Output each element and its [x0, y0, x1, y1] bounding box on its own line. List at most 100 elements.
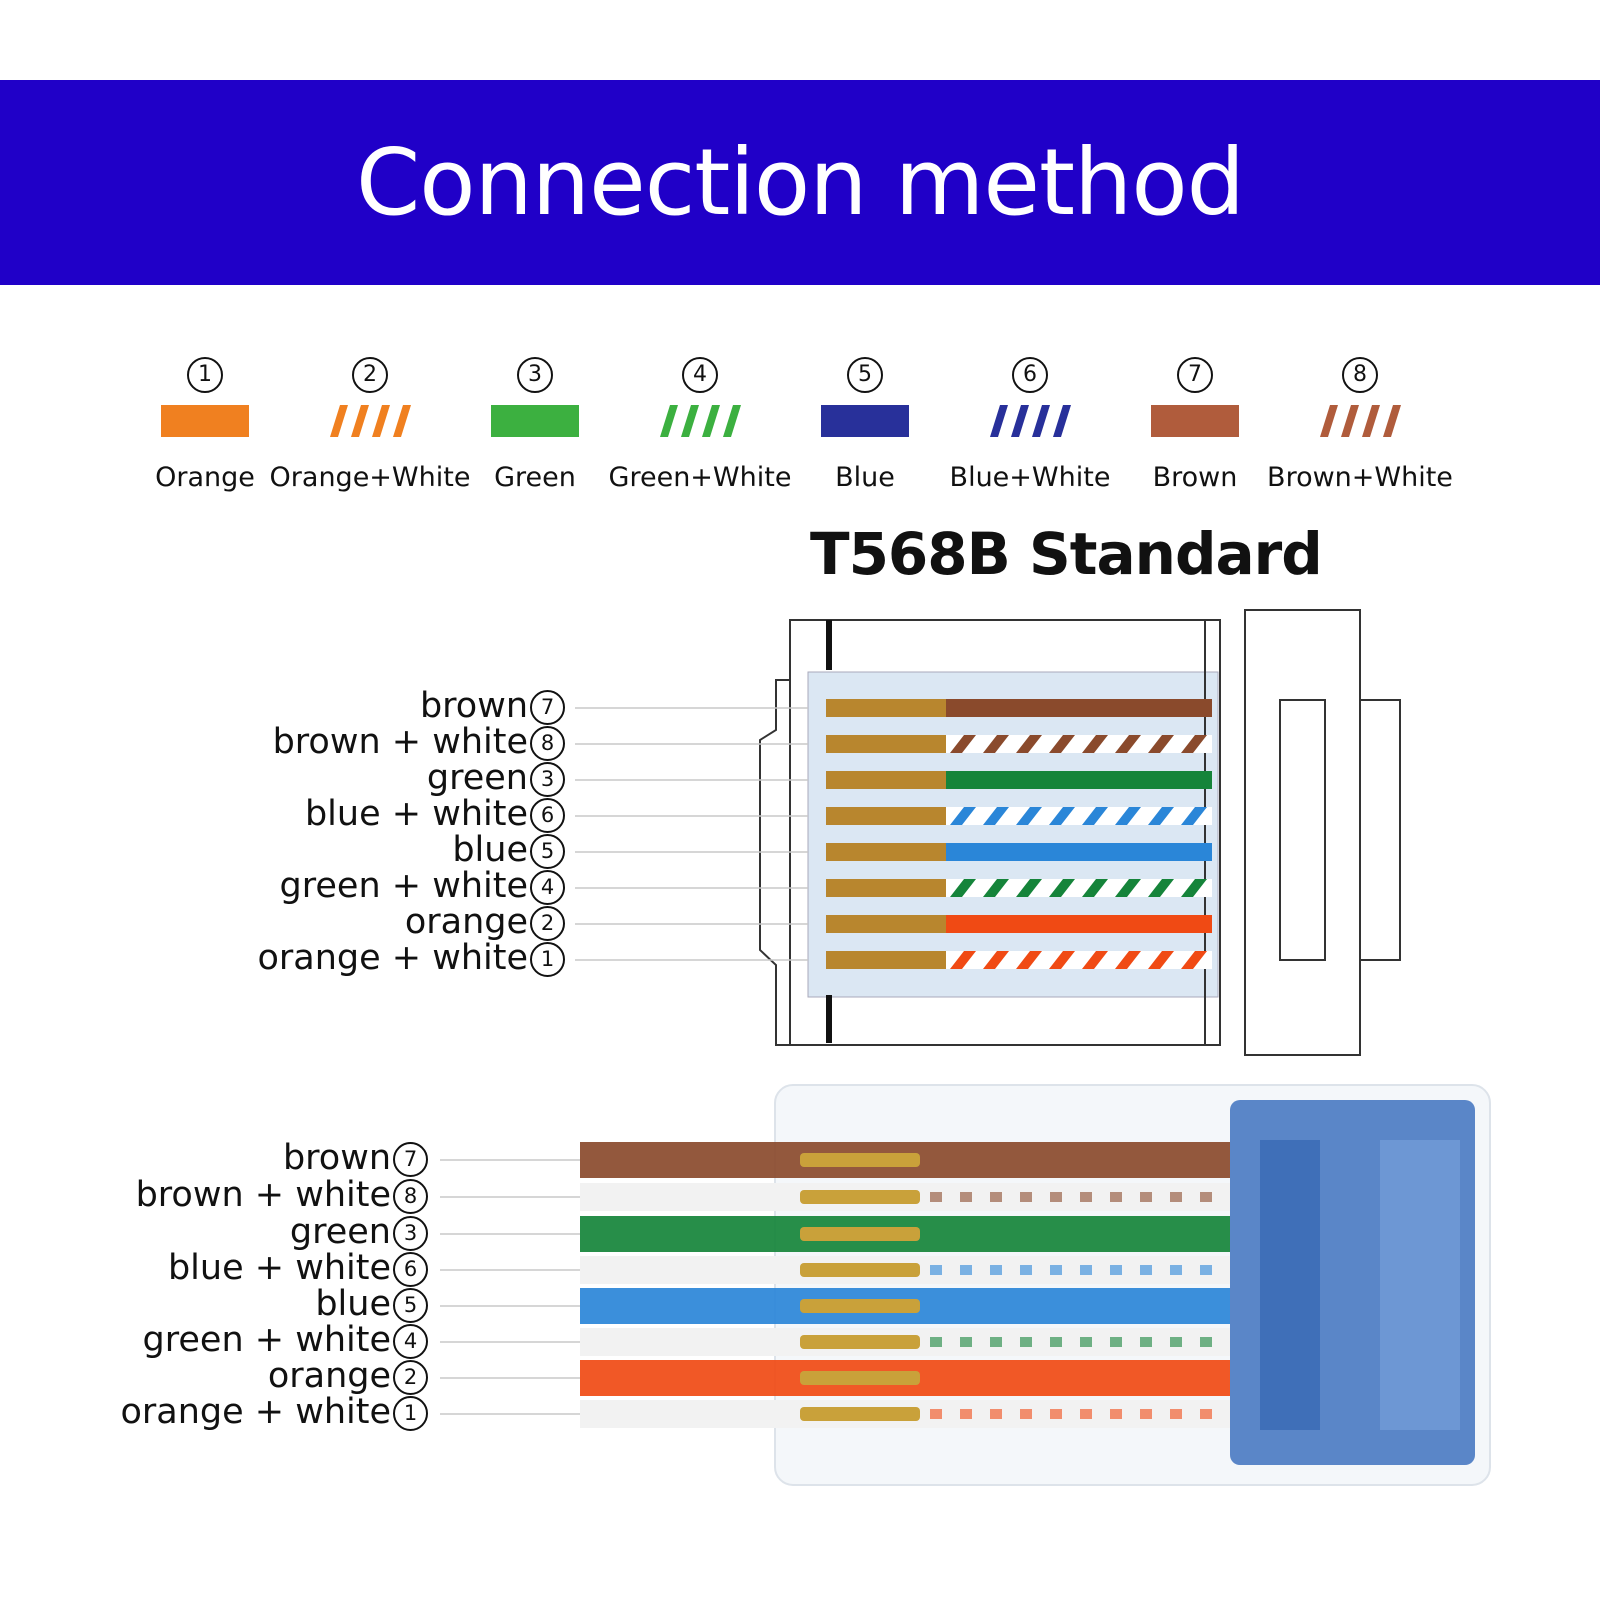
swatch-stripe: [1383, 405, 1401, 437]
cable-stripe: [1110, 1409, 1122, 1419]
swatch-stripe: [1032, 405, 1050, 437]
wire-stripe: [1181, 735, 1207, 753]
swatch-stripe: [351, 405, 369, 437]
wire-base: [946, 735, 1212, 753]
cable-stripe: [960, 1265, 972, 1275]
gold-contact: [826, 915, 946, 933]
wire-stripe: [1181, 807, 1207, 825]
cable-stripe: [1140, 1409, 1152, 1419]
wire-stripe: [983, 735, 1009, 753]
legend-number-text: 6: [1012, 357, 1048, 393]
swatch-stripe: [660, 405, 678, 437]
wire-stripe: [1049, 735, 1075, 753]
cable-stripe: [990, 1192, 1002, 1202]
wire-stripe: [1049, 951, 1075, 969]
wire-name: brown + white: [272, 722, 528, 762]
striped-swatch: [990, 405, 1071, 437]
legend-number-text: 5: [847, 357, 883, 393]
cable-stripe: [1200, 1192, 1212, 1202]
wire-stripe: [1115, 951, 1141, 969]
striped-swatch: [660, 405, 741, 437]
solid-swatch: [491, 405, 579, 437]
wire-stripe: [1082, 879, 1108, 897]
plug-strain-relief-shade: [1260, 1140, 1320, 1430]
legend-number-3: 3: [505, 350, 565, 393]
swatch-stripe: [723, 405, 741, 437]
wire-number: 6: [530, 798, 565, 833]
wire-stripe: [1016, 951, 1042, 969]
wire-number: 1: [393, 1396, 428, 1431]
connector-latch-tab: [1359, 699, 1401, 961]
wire-stripe: [950, 951, 976, 969]
cable-stripe: [960, 1409, 972, 1419]
cable-stripe: [1020, 1265, 1032, 1275]
wire-name: blue + white: [304, 794, 528, 834]
wire-stripe: [1082, 807, 1108, 825]
wire-name: orange: [404, 902, 528, 942]
legend-number-7: 7: [1165, 350, 1225, 393]
wire-name: brown + white: [135, 1175, 391, 1215]
legend-number-6: 6: [1000, 350, 1060, 393]
cable-stripe: [1200, 1265, 1212, 1275]
connector-latch-outline: [1244, 609, 1361, 1056]
wire-base: [946, 879, 1212, 897]
wire-number: 4: [530, 870, 565, 905]
swatch-stripe: [1362, 405, 1380, 437]
swatch-stripe: [372, 405, 390, 437]
wire-stripe: [1049, 879, 1075, 897]
solid-swatch: [1151, 405, 1239, 437]
wire-stripe: [1016, 879, 1042, 897]
swatch-stripe: [990, 405, 1008, 437]
cable-stripe: [930, 1337, 942, 1347]
swatch-stripe: [330, 405, 348, 437]
cable-stripe: [1080, 1265, 1092, 1275]
wire-solid: [946, 771, 1212, 789]
gold-pin: [800, 1263, 920, 1277]
cable-stripe: [1140, 1337, 1152, 1347]
legend-number-text: 8: [1342, 357, 1378, 393]
wire-stripe: [1049, 807, 1075, 825]
wire-stripe: [1115, 735, 1141, 753]
wire-number: 8: [530, 726, 565, 761]
gold-contact: [826, 807, 946, 825]
wire-name: orange + white: [120, 1392, 391, 1432]
wire-name: green: [289, 1212, 391, 1252]
wire-name: green + white: [279, 866, 528, 906]
wire-name: green: [426, 758, 528, 798]
legend-number-text: 4: [682, 357, 718, 393]
cable-stripe: [960, 1337, 972, 1347]
cable-stripe: [1110, 1337, 1122, 1347]
cable-stripe: [1110, 1192, 1122, 1202]
legend-label: Blue+White: [949, 462, 1111, 493]
legend-number-4: 4: [670, 350, 730, 393]
swatch-fill: [161, 405, 249, 437]
wire-stripe: [1082, 735, 1108, 753]
legend-number-text: 1: [187, 357, 223, 393]
cable-stripe: [1080, 1192, 1092, 1202]
cable-stripe: [930, 1265, 942, 1275]
gold-contact: [826, 735, 946, 753]
connector-cavity: [807, 671, 1219, 998]
wire-stripe: [1148, 951, 1174, 969]
wire-stripe: [1148, 807, 1174, 825]
wire-stripe: [983, 879, 1009, 897]
wire-solid: [946, 915, 1212, 933]
gold-contact: [826, 879, 946, 897]
cable-stripe: [1170, 1192, 1182, 1202]
connector-edge-mark-bottom: [826, 995, 832, 1043]
wire-name: blue: [452, 830, 528, 870]
swatch-stripe: [1011, 405, 1029, 437]
wire-number: 3: [530, 762, 565, 797]
gold-pin: [800, 1335, 920, 1349]
